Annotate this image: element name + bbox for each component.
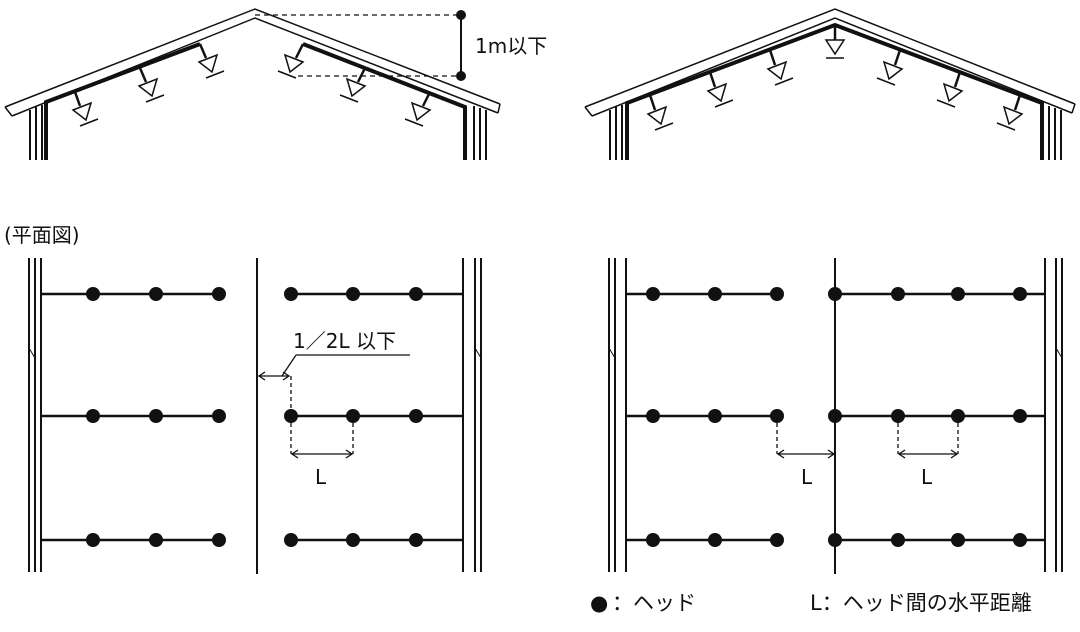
half-spacing-dimension — [257, 354, 410, 416]
head-dot — [646, 409, 660, 423]
left-plan-heads — [86, 287, 423, 547]
legend-head-text: ：ヘッド — [612, 591, 696, 615]
right-elevation — [584, 8, 1076, 160]
head-dot — [708, 409, 722, 423]
head-dot — [770, 287, 784, 301]
right-roof-outer — [584, 8, 1076, 108]
head-dot — [1013, 287, 1027, 301]
legend-head-symbol: ● — [590, 591, 608, 615]
left-sprinkler-heads — [73, 43, 432, 107]
head-dot — [409, 533, 423, 547]
left-ceiling-pipe-left — [44, 42, 201, 160]
head-dot — [212, 287, 226, 301]
left-plan-right-wall — [462, 258, 482, 572]
head-dot — [149, 409, 163, 423]
head-dot — [86, 287, 100, 301]
right-elev-sprinkler-heads — [648, 25, 1022, 111]
half-spacing-label: 1／2L 以下 — [293, 329, 396, 353]
left-head-deflectors — [71, 53, 432, 127]
right-spacing-label: L — [921, 465, 933, 489]
head-dot — [409, 287, 423, 301]
left-spacing-label: L — [315, 465, 327, 489]
head-dot — [346, 533, 360, 547]
head-dot — [828, 533, 842, 547]
head-dot — [646, 287, 660, 301]
head-dot — [1013, 409, 1027, 423]
head-dot — [149, 287, 163, 301]
head-dot — [708, 287, 722, 301]
head-dot — [708, 533, 722, 547]
head-dot — [951, 287, 965, 301]
head-dot — [828, 409, 842, 423]
head-dot — [86, 533, 100, 547]
legend-spacing-text: L：ヘッド間の水平距離 — [810, 591, 1032, 615]
right-spacing-dimension — [897, 416, 959, 459]
left-plan — [28, 258, 482, 574]
head-dot — [951, 533, 965, 547]
ridge-dimension — [255, 10, 466, 81]
head-dot — [891, 287, 905, 301]
left-spacing-dimension — [290, 416, 354, 459]
plan-view-label: (平面図) — [4, 223, 80, 247]
head-dot — [891, 533, 905, 547]
right-plan-outer-wall-right — [1044, 258, 1063, 572]
head-dot — [284, 287, 298, 301]
right-elev-right-wall — [1048, 106, 1062, 160]
right-roof-inner — [591, 17, 1073, 117]
center-spacing-label: L — [801, 465, 813, 489]
left-plan-outer-wall — [28, 258, 42, 572]
head-dot — [284, 533, 298, 547]
head-dot — [770, 533, 784, 547]
left-roof-outer — [4, 8, 501, 108]
head-dot — [212, 533, 226, 547]
center-spacing-dimension — [776, 416, 836, 459]
head-dot — [149, 533, 163, 547]
left-elevation — [4, 8, 501, 160]
right-elev-left-wall — [609, 105, 623, 160]
right-elev-ceiling-pipe — [625, 22, 1044, 160]
ridge-dimension-label: 1m以下 — [475, 34, 547, 58]
head-dot — [212, 409, 226, 423]
head-dot — [1013, 533, 1027, 547]
head-dot — [86, 409, 100, 423]
right-plan-outer-wall-left — [608, 258, 627, 572]
legend: ● ：ヘッド L：ヘッド間の水平距離 — [590, 591, 1032, 615]
right-wall — [473, 106, 487, 160]
left-plan-branch-pipes — [41, 292, 463, 542]
head-dot — [409, 409, 423, 423]
left-ceiling-pipe-right — [302, 42, 467, 160]
left-wall — [29, 105, 43, 160]
right-elev-head-deflectors — [646, 39, 1024, 131]
right-plan — [608, 258, 1063, 574]
head-dot — [828, 287, 842, 301]
head-dot — [346, 287, 360, 301]
head-dot — [646, 533, 660, 547]
